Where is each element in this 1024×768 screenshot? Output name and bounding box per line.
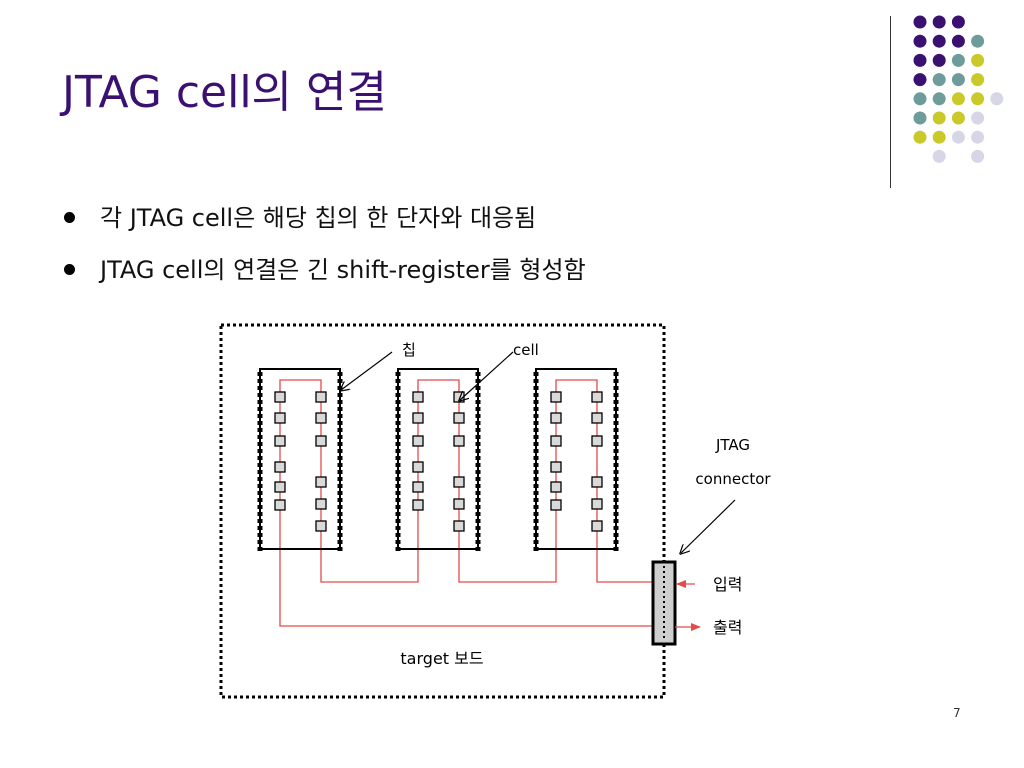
decorative-dot <box>932 34 946 48</box>
board-label: target 보드 <box>400 649 483 668</box>
jtag-cell <box>453 412 465 424</box>
decorative-dot <box>913 92 927 106</box>
connector-label-line2: connector <box>695 470 771 488</box>
bullet-dot-icon <box>64 264 75 275</box>
jtag-cell <box>274 461 286 473</box>
decorative-dot <box>913 111 927 125</box>
input-label: 입력 <box>713 575 742 594</box>
jtag-cell <box>453 391 465 403</box>
decorative-dot <box>971 34 985 48</box>
jtag-cell <box>591 435 603 447</box>
jtag-connector <box>651 560 677 646</box>
jtag-cell <box>274 391 286 403</box>
decorative-dot <box>913 15 927 29</box>
chip-label: 칩 <box>402 341 416 359</box>
jtag-cell <box>315 498 327 510</box>
jtag-cell <box>550 481 562 493</box>
jtag-cell <box>274 412 286 424</box>
decorative-dot <box>932 73 946 87</box>
chip <box>257 368 343 552</box>
decorative-dot <box>932 92 946 106</box>
jtag-cell <box>453 476 465 488</box>
jtag-cell <box>274 481 286 493</box>
bullet-text: JTAG cell의 연결은 긴 shift-register를 형성함 <box>100 256 586 284</box>
jtag-cell <box>550 461 562 473</box>
jtag-cell <box>453 520 465 532</box>
decorative-dot <box>971 53 985 67</box>
decorative-dot <box>990 92 1004 106</box>
jtag-cell <box>412 391 424 403</box>
decorative-dot <box>971 73 985 87</box>
jtag-cell <box>591 476 603 488</box>
slide-title: JTAG cell의 연결 <box>62 67 387 118</box>
jtag-cell <box>412 461 424 473</box>
jtag-cell <box>412 435 424 447</box>
decorative-dot <box>951 73 965 87</box>
decorative-dot <box>951 111 965 125</box>
decorative-dot <box>932 149 946 163</box>
jtag-cell <box>412 481 424 493</box>
decorative-dot <box>932 111 946 125</box>
chip-callout-arrow <box>341 351 393 390</box>
decorative-dot <box>913 53 927 67</box>
jtag-cell <box>315 520 327 532</box>
cell-callout-arrow <box>460 351 514 400</box>
connector-callout-arrow <box>681 499 736 553</box>
jtag-cell <box>274 435 286 447</box>
decorative-dot <box>951 130 965 144</box>
connector-label-line1: JTAG <box>715 436 750 454</box>
title-divider-line <box>890 16 891 188</box>
bullet-item: JTAG cell의 연결은 긴 shift-register를 형성함 <box>62 252 586 304</box>
jtag-cell <box>591 498 603 510</box>
page-number: 7 <box>953 706 961 720</box>
output-label: 출력 <box>713 618 742 637</box>
jtag-cell <box>453 435 465 447</box>
jtag-cell <box>315 435 327 447</box>
decorative-dot <box>951 92 965 106</box>
jtag-cell <box>550 391 562 403</box>
cell-label: cell <box>513 341 539 359</box>
target-board <box>219 323 666 699</box>
decorative-dot <box>971 111 985 125</box>
jtag-cell <box>550 412 562 424</box>
decorative-dot <box>971 130 985 144</box>
bullet-item: 각 JTAG cell은 해당 칩의 한 단자와 대응됨 <box>62 200 586 252</box>
jtag-cell <box>591 391 603 403</box>
jtag-cell <box>412 412 424 424</box>
decorative-dot <box>913 73 927 87</box>
decorative-dot-grid <box>913 15 1004 163</box>
decorative-dot <box>951 53 965 67</box>
jtag-cell <box>274 499 286 511</box>
bullet-dot-icon <box>64 212 75 223</box>
scan-chain-wires <box>279 379 653 627</box>
jtag-cell <box>591 520 603 532</box>
decorative-dot <box>971 149 985 163</box>
jtag-cell <box>412 499 424 511</box>
bullet-text: 각 JTAG cell은 해당 칩의 한 단자와 대응됨 <box>100 204 537 232</box>
jtag-cell <box>315 476 327 488</box>
decorative-dot <box>932 15 946 29</box>
chip <box>395 368 481 552</box>
chip <box>533 368 619 552</box>
jtag-cell <box>315 391 327 403</box>
decorative-dot <box>913 130 927 144</box>
decorative-dot <box>913 34 927 48</box>
jtag-cell <box>550 435 562 447</box>
decorative-dot <box>971 92 985 106</box>
decorative-dot <box>951 34 965 48</box>
decorative-dot <box>951 15 965 29</box>
jtag-cell <box>453 498 465 510</box>
jtag-cell <box>591 412 603 424</box>
decorative-dot <box>932 130 946 144</box>
jtag-cell <box>315 412 327 424</box>
decorative-dot <box>932 53 946 67</box>
jtag-cell <box>550 499 562 511</box>
bullet-list: 각 JTAG cell은 해당 칩의 한 단자와 대응됨 JTAG cell의 … <box>62 200 586 304</box>
